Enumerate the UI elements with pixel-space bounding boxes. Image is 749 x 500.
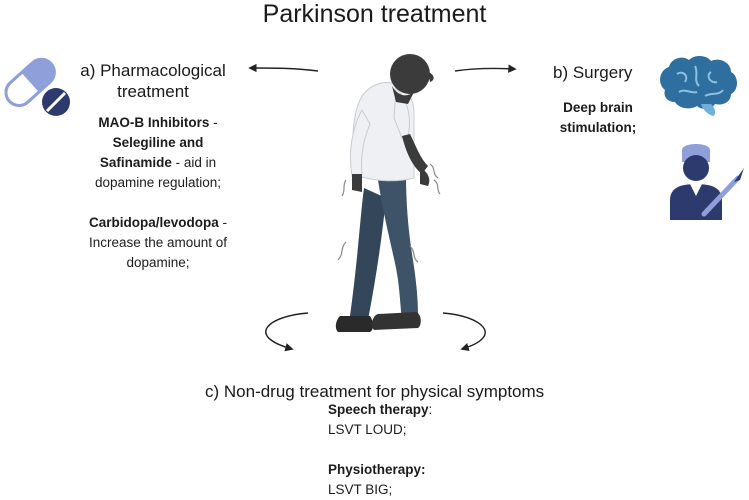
selegiline-label: Selegiline and <box>112 135 204 150</box>
back-leg <box>350 188 386 320</box>
mao-inhibitors-label: MAO-B Inhibitors <box>98 115 210 130</box>
pill-icon <box>4 57 70 116</box>
pharmacological-heading-line1: a) Pharmacological <box>80 61 226 80</box>
mao-line-2: Selegiline and <box>78 133 238 153</box>
carbidopa-line-2: Increase the amount of <box>88 235 228 250</box>
mao-dash: - <box>209 115 218 130</box>
nose <box>428 72 434 82</box>
physiotherapy-label: Physiotherapy: <box>328 462 426 477</box>
elderly-man-figure <box>335 54 441 332</box>
neck <box>392 86 414 104</box>
brain-icon <box>660 55 737 116</box>
pharmacological-description: MAO-B Inhibitors - Selegiline and Safina… <box>78 113 238 273</box>
carbidopa-dash: - <box>218 215 228 230</box>
front-shoe <box>371 312 421 330</box>
surgery-line-1: Deep brain <box>563 100 633 115</box>
mao-aid-text: - aid in <box>171 155 217 170</box>
back-shoe <box>335 316 373 332</box>
pharmacological-heading-line2: treatment <box>117 82 189 101</box>
physiotherapy-value: LSVT BIG; <box>328 482 393 497</box>
speech-therapy-line: Speech therapy: <box>328 400 568 420</box>
back-hand <box>352 174 362 192</box>
arrow-to-pharmacological <box>248 63 319 73</box>
front-leg <box>378 174 418 318</box>
non-drug-heading: c) Non-drug treatment for physical sympt… <box>205 382 545 401</box>
mao-line-4: dopamine regulation; <box>94 175 222 190</box>
arrow-right-curve <box>442 312 486 352</box>
surgery-description: Deep brain stimulation; <box>548 98 648 138</box>
arrow-left-curve <box>265 312 309 352</box>
surgery-line-2: stimulation; <box>559 120 637 135</box>
mao-line-1: MAO-B Inhibitors - <box>78 113 238 133</box>
speech-therapy-value: LSVT LOUD; <box>328 422 407 437</box>
carbidopa-line-3: dopamine; <box>126 255 190 270</box>
carbidopa-line-1: Carbidopa/levodopa - <box>78 213 238 233</box>
page-title: Parkinson treatment <box>262 0 487 28</box>
surgery-heading: b) Surgery <box>553 63 633 82</box>
pharmacological-heading: a) Pharmacological treatment <box>68 60 238 102</box>
mao-line-3: Safinamide - aid in <box>78 153 238 173</box>
speech-colon: : <box>428 402 433 417</box>
speech-therapy-label: Speech therapy <box>328 402 429 417</box>
front-forearm <box>402 134 428 174</box>
arrow-to-surgery <box>454 64 517 73</box>
head <box>390 54 430 94</box>
safinamide-label: Safinamide <box>99 155 172 170</box>
surgeon-icon <box>670 144 744 220</box>
non-drug-description: Speech therapy: LSVT LOUD; Physiotherapy… <box>328 400 568 500</box>
front-hand <box>420 168 430 186</box>
carbidopa-label: Carbidopa/levodopa <box>88 215 219 230</box>
